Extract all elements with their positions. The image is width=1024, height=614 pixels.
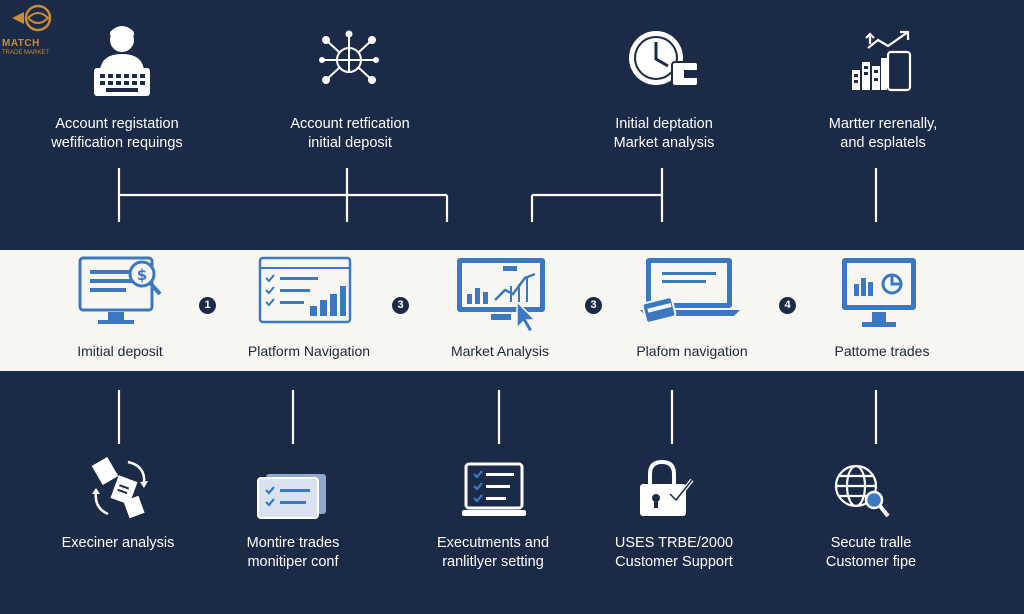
lock-check-icon — [636, 458, 698, 523]
step-number-1: 1 — [199, 297, 216, 314]
checklist-window-icon — [256, 472, 330, 525]
brand-logo: MATCH TRADE MARKET — [0, 0, 62, 60]
monitor-charts-icon — [840, 256, 920, 337]
logo-word: MATCH — [2, 38, 40, 49]
step-number-2: 3 — [392, 297, 409, 314]
top-step-4-label: Martter rerenally,and esplatels — [828, 116, 938, 151]
user-laptop-icon — [88, 24, 156, 105]
bottom-step-1-label: Execiner analysis — [61, 535, 175, 551]
clock-wallet-icon — [626, 28, 702, 95]
svg-text:$: $ — [137, 266, 147, 284]
monitor-dollar-icon: $ — [78, 256, 164, 335]
globe-search-icon — [832, 462, 892, 525]
documents-cycle-icon — [88, 456, 154, 527]
step-number-3: 3 — [585, 297, 602, 314]
growth-chart-icon — [848, 30, 914, 97]
logo-subtitle: TRADE MARKET — [2, 50, 50, 56]
step-number-4: 4 — [779, 297, 796, 314]
laptop-card-icon — [640, 256, 740, 333]
middle-step-2-label: Platform Navigation — [247, 343, 371, 359]
middle-step-1-label: Imitial deposit — [77, 343, 163, 359]
checklist-chart-icon — [258, 256, 354, 331]
network-globe-icon — [316, 30, 382, 95]
middle-step-3-label: Market Analysis — [450, 343, 550, 359]
checklist-laptop-icon — [462, 462, 528, 525]
middle-step-4-label: Plafom navigation — [636, 343, 748, 359]
analysis-cursor-icon — [455, 256, 551, 337]
middle-step-5-label: Pattome trades — [834, 343, 930, 359]
